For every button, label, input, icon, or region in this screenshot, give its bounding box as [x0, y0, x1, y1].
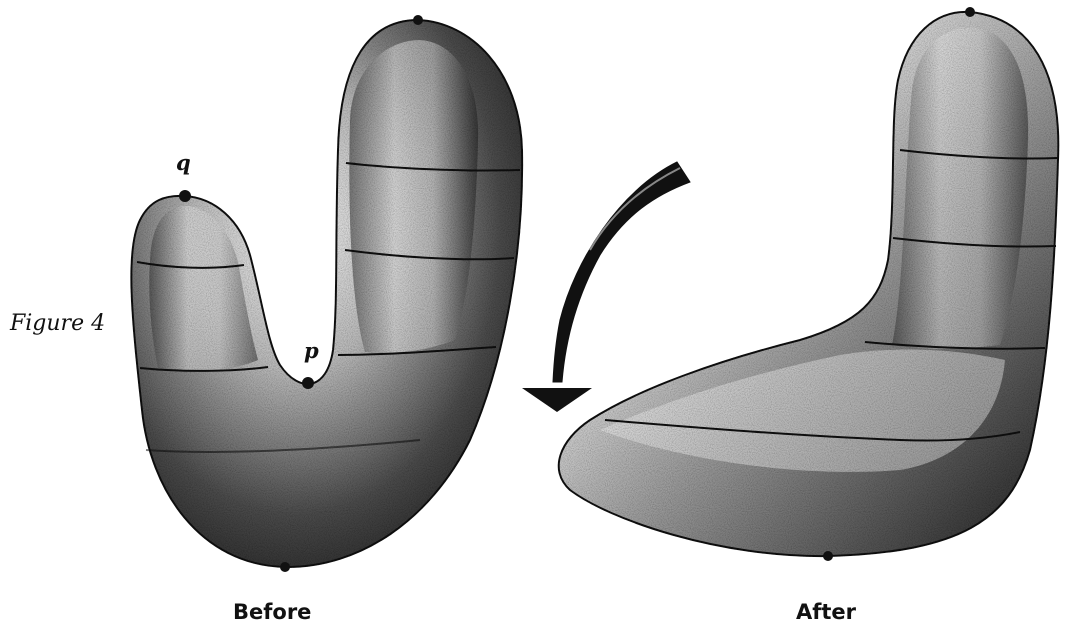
after-shape — [559, 12, 1059, 556]
before-point-bottom — [280, 562, 290, 572]
figure-label: Figure 4 — [10, 311, 105, 336]
transform-arrow — [522, 162, 690, 412]
caption-after: After — [796, 600, 856, 624]
point-q-label: q — [176, 150, 191, 175]
before-short-arm-highlight — [149, 206, 258, 370]
after-point-bottom — [823, 551, 833, 561]
before-point-top — [413, 15, 423, 25]
arrow-shaft — [553, 162, 690, 382]
point-q-marker — [179, 190, 191, 202]
point-p-label: p — [304, 338, 319, 363]
before-arm-highlight — [349, 40, 478, 353]
caption-before: Before — [233, 600, 311, 624]
point-p-marker — [302, 377, 314, 389]
after-point-top — [965, 7, 975, 17]
before-shape — [131, 20, 522, 567]
arrow-head — [522, 388, 592, 412]
